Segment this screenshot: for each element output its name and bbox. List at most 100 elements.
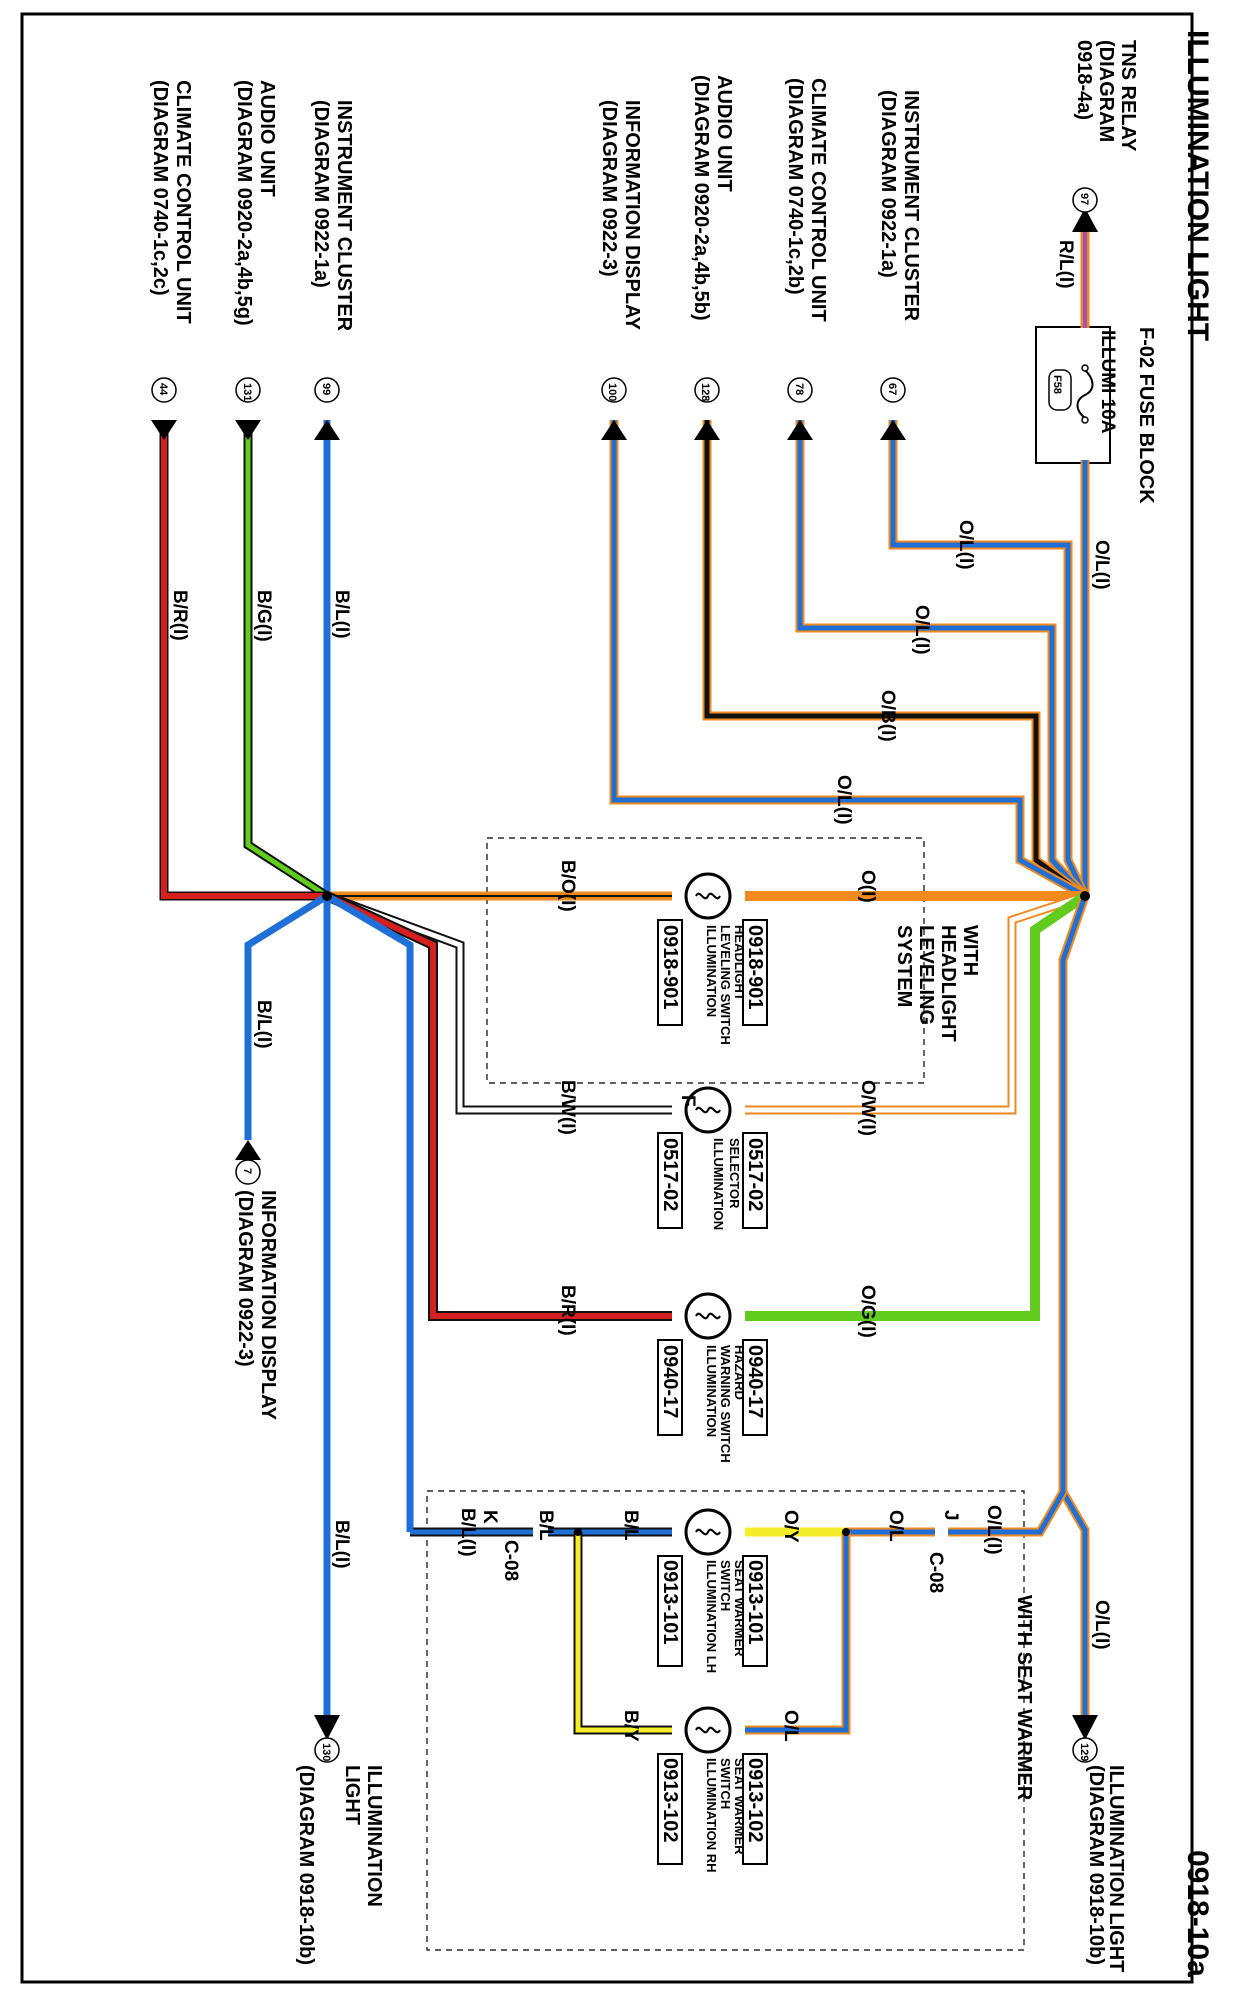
illum-out-ref: (DIAGRAM 0918-10b) <box>1085 1765 1107 1965</box>
tns-relay-ref1: (DIAGRAM <box>1095 40 1117 142</box>
bulb-0918-901 <box>684 872 732 920</box>
wire-label-67: O/L(I) <box>955 520 976 570</box>
ground-instrument-cluster: INSTRUMENT CLUSTER <box>333 100 355 332</box>
wire-label-78: O/L(I) <box>911 605 932 655</box>
illum-out2-line1: ILLUMINATION <box>363 1765 385 1907</box>
pin-67: 67 <box>886 383 898 395</box>
info-display-bottom: INFORMATION DISPLAY <box>257 1190 279 1421</box>
switch-0918-901-code: 0918-901 <box>744 925 766 1010</box>
ground-audio: AUDIO UNIT <box>256 80 278 197</box>
terminal-arrows <box>151 208 1098 1740</box>
wire-climate-78 <box>795 420 1089 900</box>
pin-circles <box>151 187 1098 1763</box>
wire-info-display-100 <box>609 420 1088 900</box>
headlight-group-line2: HEADLIGHT <box>937 925 959 1042</box>
switch-0918-901-l3: ILLUMINATION <box>704 925 719 1017</box>
seat-group-label: WITH SEAT WARMER <box>1013 1595 1035 1801</box>
load-audio-ref: (DIAGRAM 0920-2a,4b,5b) <box>690 75 712 321</box>
switch-0913-101-code-2: 0913-101 <box>659 1560 681 1645</box>
wire-label-headlight-out: B/O(I) <box>557 860 578 912</box>
switch-0913-101-l3: ILLUMINATION LH <box>704 1560 719 1673</box>
wire-ground-7 <box>244 893 329 1140</box>
pin-f: F <box>677 1095 698 1107</box>
illum-out2-ref: (DIAGRAM 0918-10b) <box>295 1765 317 1965</box>
wire-label-seat-rh-in: O/L <box>780 1710 801 1742</box>
wire-audio-128 <box>702 420 1088 900</box>
bulb-0517-02 <box>684 1086 732 1134</box>
switch-0913-101-l2: SWITCH <box>718 1560 733 1611</box>
wire-seat-feed <box>745 894 1090 1735</box>
switch-0913-102-code: 0913-102 <box>744 1758 766 1843</box>
wire-label-44: B/R(I) <box>169 590 190 641</box>
wire-instrument-cluster-67 <box>888 420 1090 898</box>
splice-feed <box>1080 891 1090 901</box>
pin-128: 128 <box>699 383 711 401</box>
splice-ground <box>322 891 332 901</box>
wire-hazard-out <box>324 891 672 1321</box>
connector-c08-a: C-08 <box>925 1552 946 1593</box>
ground-climate-ref: (DIAGRAM 0740-1c,2c) <box>149 80 171 296</box>
wire-ground-44 <box>159 420 327 901</box>
switch-0940-17-code: 0940-17 <box>744 1345 766 1418</box>
illum-out-name: ILLUMINATION LIGHT <box>1105 1765 1127 1972</box>
pin-78: 78 <box>793 383 805 395</box>
illum-out2-line2: LIGHT <box>341 1765 363 1825</box>
switch-0913-101-l1: SEAT WARMER <box>732 1560 747 1657</box>
info-display-bottom-ref: (DIAGRAM 0922-3) <box>234 1190 256 1367</box>
load-info-display: INFORMATION DISPLAY <box>621 100 643 331</box>
wire-label-100: O/L(I) <box>833 775 854 825</box>
pin-100: 100 <box>606 383 618 401</box>
pin-k: K <box>479 1510 500 1524</box>
load-climate: CLIMATE CONTROL UNIT <box>807 78 829 322</box>
wire-label-hazard-in: O/G(I) <box>857 1285 878 1338</box>
ground-climate: CLIMATE CONTROL UNIT <box>172 80 194 324</box>
wire-selector-feed <box>745 891 1087 1115</box>
switch-0940-17-code-2: 0940-17 <box>659 1345 681 1418</box>
fuse-symbol <box>1048 364 1094 424</box>
pin-129: 129 <box>1078 1743 1090 1761</box>
page-frame <box>20 12 1194 1984</box>
wire-label-seat-out2: B/L(I) <box>457 1508 478 1557</box>
ground-instrument-cluster-ref: (DIAGRAM 0922-1a) <box>310 100 332 288</box>
wire-label-hazard-out: B/R(I) <box>557 1285 578 1336</box>
load-audio: AUDIO UNIT <box>713 75 735 192</box>
wire-label-128: O/B(I) <box>877 690 898 742</box>
wire-label-131: B/G(I) <box>253 590 274 642</box>
wire-label-seat-lh-out: B/L <box>620 1510 641 1541</box>
switch-0918-901-l2: LEVELING SWITCH <box>718 925 733 1045</box>
wire-label-seat-in1: O/L(I) <box>983 1505 1004 1555</box>
switch-0913-102-l1: SEAT WARMER <box>732 1758 747 1855</box>
bulb-0940-17 <box>684 1292 732 1340</box>
switch-0913-101-code: 0913-101 <box>744 1560 766 1645</box>
switch-0913-102-l2: SWITCH <box>718 1758 733 1809</box>
wire-label-7: B/L(I) <box>253 1000 274 1049</box>
ground-audio-ref: (DIAGRAM 0920-2a,4b,5g) <box>233 80 255 326</box>
switch-0940-17-l3: ILLUMINATION <box>704 1345 719 1437</box>
wire-label-headlight-in: O(I) <box>857 870 878 903</box>
pin-97: 97 <box>1078 193 1090 205</box>
switch-0918-901-code-2: 0918-901 <box>659 925 681 1010</box>
wire-seat-out <box>325 892 672 1735</box>
wire-selector-out <box>325 891 672 1115</box>
switch-0517-02-code-2: 0517-02 <box>659 1138 681 1211</box>
connector-c08-b: C-08 <box>500 1540 521 1581</box>
switch-0517-02-l2: ILLUMINATION <box>711 1138 726 1230</box>
wire-label-seat-out1: B/L <box>535 1510 556 1541</box>
load-info-display-ref: (DIAGRAM 0922-3) <box>598 100 620 277</box>
headlight-group-line3: LEVELING <box>915 925 937 1025</box>
pin-131: 131 <box>241 383 253 401</box>
fuse-block-name: F-02 FUSE BLOCK <box>1135 327 1157 504</box>
pin-130: 130 <box>320 1743 332 1761</box>
page-title: ILLUMINATION LIGHT <box>1181 30 1214 341</box>
headlight-group-line1: WITH <box>959 925 981 976</box>
wire-label-130: B/L(I) <box>331 1520 352 1569</box>
load-instrument-cluster: INSTRUMENT CLUSTER <box>900 90 922 322</box>
pin-7: 7 <box>241 1168 253 1174</box>
wire-label-129: O/L(I) <box>1091 1600 1112 1650</box>
load-instrument-cluster-ref: (DIAGRAM 0922-1a) <box>877 90 899 278</box>
bulb-0913-101 <box>684 1508 732 1556</box>
wire-label-main: O/L(I) <box>1091 540 1112 590</box>
wire-label-seat-rh-out: B/Y <box>620 1710 641 1742</box>
fuse-id: F58 <box>1051 375 1063 394</box>
